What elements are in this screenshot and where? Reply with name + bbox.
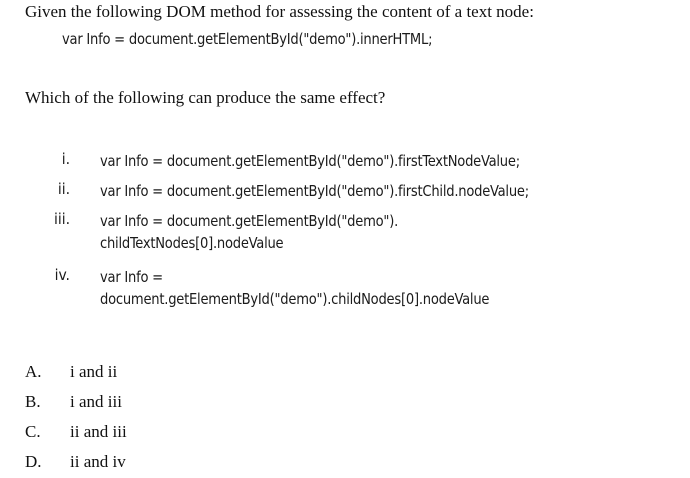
roman-option-ii-code: var Info = document.getElementById("demo… xyxy=(100,180,529,202)
roman-option-iv-label: iv. xyxy=(54,266,70,284)
roman-option-iii-label: iii. xyxy=(53,210,70,228)
roman-option-i-code: var Info = document.getElementById("demo… xyxy=(100,150,520,172)
roman-option-iii-line-2: childTextNodes[0].nodeValue xyxy=(100,234,284,252)
given-code-snippet: var Info = document.getElementById("demo… xyxy=(62,30,433,48)
answer-choice-b[interactable]: B. i and iii xyxy=(0,392,690,416)
answer-choice-d[interactable]: D. ii and iv xyxy=(0,452,690,476)
answer-choice-b-text: i and iii xyxy=(70,392,122,411)
roman-option-i-label: i. xyxy=(61,150,70,168)
roman-option-iv-line-1: var Info = xyxy=(100,268,163,286)
roman-option-ii-label: ii. xyxy=(57,180,70,198)
answer-choice-d-text: ii and iv xyxy=(70,452,126,471)
answer-choice-a[interactable]: A. i and ii xyxy=(0,362,690,386)
roman-option-iii-line-1: var Info = document.getElementById("demo… xyxy=(100,212,399,230)
roman-option-iv-code: var Info = document.getElementById("demo… xyxy=(100,266,489,310)
question-intro-text: Given the following DOM method for asses… xyxy=(25,2,534,21)
question-prompt-text: Which of the following can produce the s… xyxy=(25,88,386,107)
answer-choice-a-letter: A. xyxy=(25,362,42,381)
roman-option-iii-code: var Info = document.getElementById("demo… xyxy=(100,210,398,254)
answer-choice-c[interactable]: C. ii and iii xyxy=(0,422,690,446)
roman-option-i-line-1: var Info = document.getElementById("demo… xyxy=(100,152,520,170)
answer-choice-d-letter: D. xyxy=(25,452,42,471)
roman-option-iv-line-2: document.getElementById("demo").childNod… xyxy=(100,290,490,308)
answer-choice-c-letter: C. xyxy=(25,422,41,441)
answer-choice-c-text: ii and iii xyxy=(70,422,127,441)
roman-option-ii-line-1: var Info = document.getElementById("demo… xyxy=(100,182,529,200)
answer-choice-b-letter: B. xyxy=(25,392,41,411)
answer-choice-a-text: i and ii xyxy=(70,362,118,381)
